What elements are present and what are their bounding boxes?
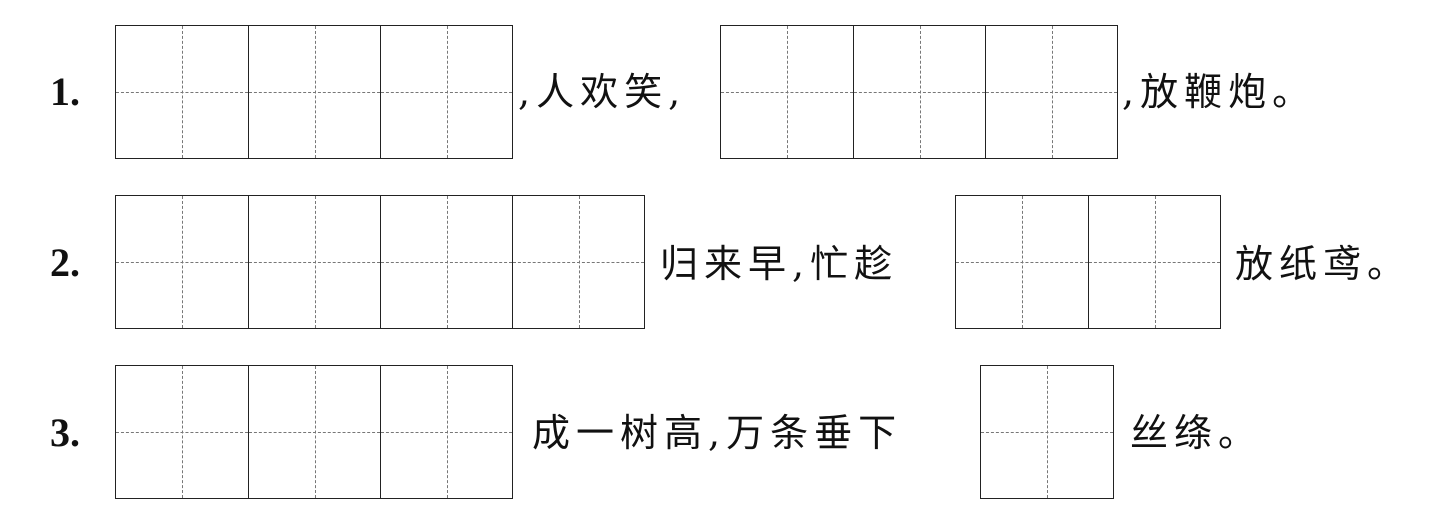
grid-cell[interactable] [380, 26, 512, 158]
grid-cell[interactable] [116, 26, 248, 158]
line-2-text-a: 归来早,忙趁 [660, 242, 899, 286]
grid-cell[interactable] [1088, 196, 1220, 328]
grid-cell[interactable] [721, 26, 853, 158]
grid-cell[interactable] [981, 366, 1113, 498]
answer-grid-2a[interactable] [115, 195, 645, 329]
grid-cell[interactable] [853, 26, 985, 158]
grid-cell[interactable] [956, 196, 1088, 328]
answer-grid-1b[interactable] [720, 25, 1118, 159]
grid-cell[interactable] [985, 26, 1117, 158]
line-1-text-b: ,放鞭炮。 [1122, 70, 1317, 114]
answer-grid-2b[interactable] [955, 195, 1221, 329]
grid-cell[interactable] [116, 366, 248, 498]
grid-cell[interactable] [512, 196, 644, 328]
answer-grid-1a[interactable] [115, 25, 513, 159]
question-number-3: 3. [50, 410, 80, 455]
grid-cell[interactable] [248, 366, 380, 498]
grid-cell[interactable] [116, 196, 248, 328]
answer-grid-3a[interactable] [115, 365, 513, 499]
line-1-text-a: ,人欢笑, [518, 70, 687, 114]
grid-cell[interactable] [248, 196, 380, 328]
question-number-1: 1. [50, 69, 80, 114]
line-3-text-a: 成一树高,万条垂下 [532, 411, 903, 455]
grid-cell[interactable] [380, 366, 512, 498]
question-number-2: 2. [50, 240, 80, 285]
answer-grid-3b[interactable] [980, 365, 1114, 499]
grid-cell[interactable] [380, 196, 512, 328]
line-3-text-b: 丝绦。 [1130, 411, 1263, 455]
grid-cell[interactable] [248, 26, 380, 158]
line-2-text-b: 放纸鸢。 [1235, 242, 1412, 286]
